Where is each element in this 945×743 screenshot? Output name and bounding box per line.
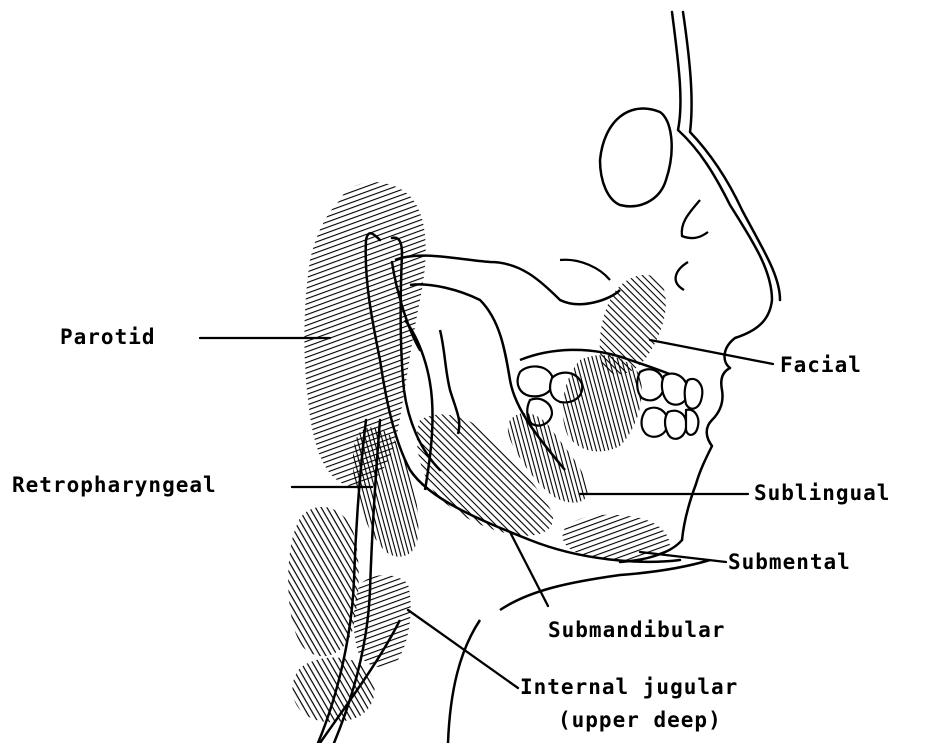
label-submandibular: Submandibular bbox=[548, 620, 725, 641]
buccal-dense-region bbox=[563, 355, 642, 451]
cervical-node-lower bbox=[293, 658, 375, 723]
label-facial: Facial bbox=[780, 355, 862, 376]
ear-outline bbox=[600, 109, 672, 207]
label-sublingual: Sublingual bbox=[754, 483, 890, 504]
label-retropharyngeal: Retropharyngeal bbox=[12, 475, 217, 496]
label-internal-jugular: Internal jugular bbox=[520, 677, 738, 698]
label-upper-deep: (upper deep) bbox=[558, 710, 722, 731]
eye-contour bbox=[560, 200, 708, 290]
facial-leader bbox=[650, 340, 773, 364]
label-parotid: Parotid bbox=[60, 327, 156, 348]
internal-jugular-leader bbox=[408, 610, 518, 688]
label-submental: Submental bbox=[728, 552, 851, 573]
